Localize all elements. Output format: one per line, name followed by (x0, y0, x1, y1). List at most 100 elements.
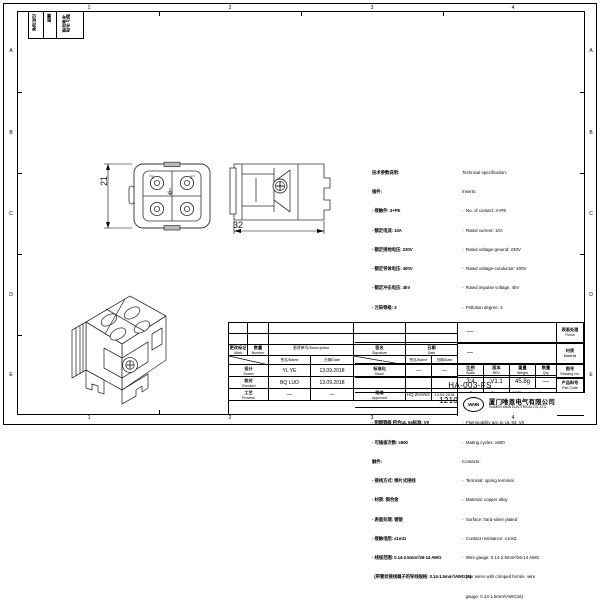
spec-en-line: - Material: copper alloy (462, 497, 508, 503)
zone-tick (580, 254, 585, 255)
isometric-view (56, 282, 181, 405)
zone-label-vC: C (9, 211, 13, 217)
material-value-cell: — (355, 343, 585, 364)
dimension-label-32: 32 (233, 220, 244, 230)
zone-label-h2-top: 2 (228, 5, 232, 11)
zone-tick (17, 92, 22, 93)
spec-en-line: gauge: 0.14-1.5mm²/AWG16) (462, 593, 524, 599)
spec-en-line: - Flammability acc.to UL 94: V0 (462, 420, 525, 426)
zone-tick (17, 254, 22, 255)
role-name-checked: BQ LUO (269, 377, 311, 389)
zone-label-vD: D (9, 292, 13, 298)
weight-value-cell: 45.8g (510, 376, 536, 389)
drawing-sheet: 1 2 3 4 1 2 3 4 A B C D E A B C D E 更改标记… (3, 3, 597, 599)
zone-tick (443, 11, 444, 16)
spec-cn-line: - 额定冲击电压: 4kV (372, 285, 411, 291)
role-date-approved-value: 13.09.2018 (434, 392, 455, 397)
spec-cn-line: - 接线方式: 弹片式接线 (372, 478, 416, 484)
zone-tick (17, 173, 22, 174)
contact-holes (149, 175, 195, 217)
spec-en-line: - Surface: hard-silver plated (462, 516, 518, 522)
rev-value-cell: V1.1 (484, 376, 510, 389)
rev-blank-cell (354, 334, 406, 345)
zone-tick (159, 410, 160, 415)
dimension-label-21: 21 (99, 176, 109, 187)
subheader-date-right: 日期/Date (432, 356, 458, 365)
role-date-drawn: 13.09.2018 (311, 365, 354, 377)
spec-en-line: - Contact resistance: ≤1mΩ (462, 535, 517, 541)
zone-label-vC-right: C (589, 211, 593, 217)
zone-label-vE: E (9, 372, 13, 378)
spec-en-line: - Rated voltage-ground: 230V (462, 246, 521, 252)
spec-en-line: - Rated impulse voltage: 4kV (462, 285, 520, 291)
spec-cn-line: - 材质: 铜合金 (372, 497, 399, 503)
zone-label-vA-right: A (589, 48, 593, 54)
drawing-no-value: — (467, 367, 473, 374)
role-name-process-value: — (287, 391, 292, 398)
role-date-blank (432, 377, 458, 389)
spec-en-line: - Pollution degree: 3 (462, 304, 503, 310)
spec-cn-line: - 污染等级: 3 (372, 304, 397, 310)
mini-table-label-mark: 更改标记 (31, 14, 36, 31)
subheader-diagonal-left (229, 356, 269, 365)
latch-slot-left (128, 185, 135, 205)
screw-head (272, 178, 288, 194)
part-code-value: HA-003-FS (448, 380, 492, 390)
spec-cn-line: - 线规范围: 0.14-2.5mm²/26-14 AWG (372, 555, 442, 561)
zone-label-vA: A (9, 48, 13, 54)
mini-table-label-change: 更改单号签名 日期 (61, 14, 71, 32)
role-date-process: — (311, 389, 354, 401)
rev-blank-cell (269, 334, 354, 345)
role-name-process: — (269, 389, 311, 401)
finish-value-cell: — (355, 322, 585, 343)
spec-cn-line: 触件: (372, 458, 382, 464)
dimension-line-21 (104, 163, 132, 229)
rev-blank-cell (229, 323, 248, 334)
rev-blank-cell (406, 334, 458, 345)
drawing-no-value-cell: — (355, 364, 585, 378)
role-name-stand: — (406, 365, 432, 377)
zone-label-h2: 2 (228, 415, 232, 421)
rev-blank-cell (354, 323, 406, 334)
spec-cn-line: 技术参数说明: (372, 169, 400, 175)
spec-cn-line: - 接触件: 3+PE (372, 208, 401, 214)
spec-en-line: - No. of contact: 3+PE (462, 208, 507, 214)
role-label-blank (354, 377, 406, 389)
scale-value: 3:4 (466, 379, 475, 385)
mini-table-cell-change: 更改单号签名 日期 (57, 12, 85, 38)
zone-tick (580, 92, 585, 93)
company-name-cn: 厦门唯恩电气有限公司 (489, 398, 555, 406)
role-date-drawn-value: 13.09.2018 (319, 367, 345, 374)
rev-value: V1.1 (490, 379, 503, 385)
spec-cn-line: - 额定导体电压: 400V (372, 266, 413, 272)
zone-tick (580, 173, 585, 174)
spec-en-line: Contacts: (462, 458, 481, 464)
key-top (163, 161, 181, 168)
rev-blank-cell (248, 334, 269, 345)
subheader-name-left: 签名/Name (269, 356, 311, 365)
middle-blank-lower (458, 344, 557, 365)
role-date-checked-value: 13.09.2018 (319, 379, 345, 386)
qty-value: — (543, 379, 549, 385)
role-date-stand: — (432, 365, 458, 377)
zone-label-h1-top: 1 (87, 5, 91, 11)
company-logo-block: WAIN 厦门唯恩电气有限公司 XIAMEN WAIN ELECTRICAL C… (457, 392, 585, 415)
zone-label-vB: B (9, 130, 13, 136)
spec-en-line: - Wire gauge: 0.14-2.5mm²/26-14 AWG (462, 555, 540, 561)
rev-header-description: 更改单号/Description (269, 345, 354, 356)
mini-table-cell-number: 数量 (44, 12, 57, 38)
side-view (228, 160, 338, 235)
part-code-value-cell: HA-003-FS (355, 378, 585, 393)
subheader-name-right: 签名/Name (406, 356, 432, 365)
spec-en-line: - Rated voltage-conductor: 400V (462, 266, 527, 272)
